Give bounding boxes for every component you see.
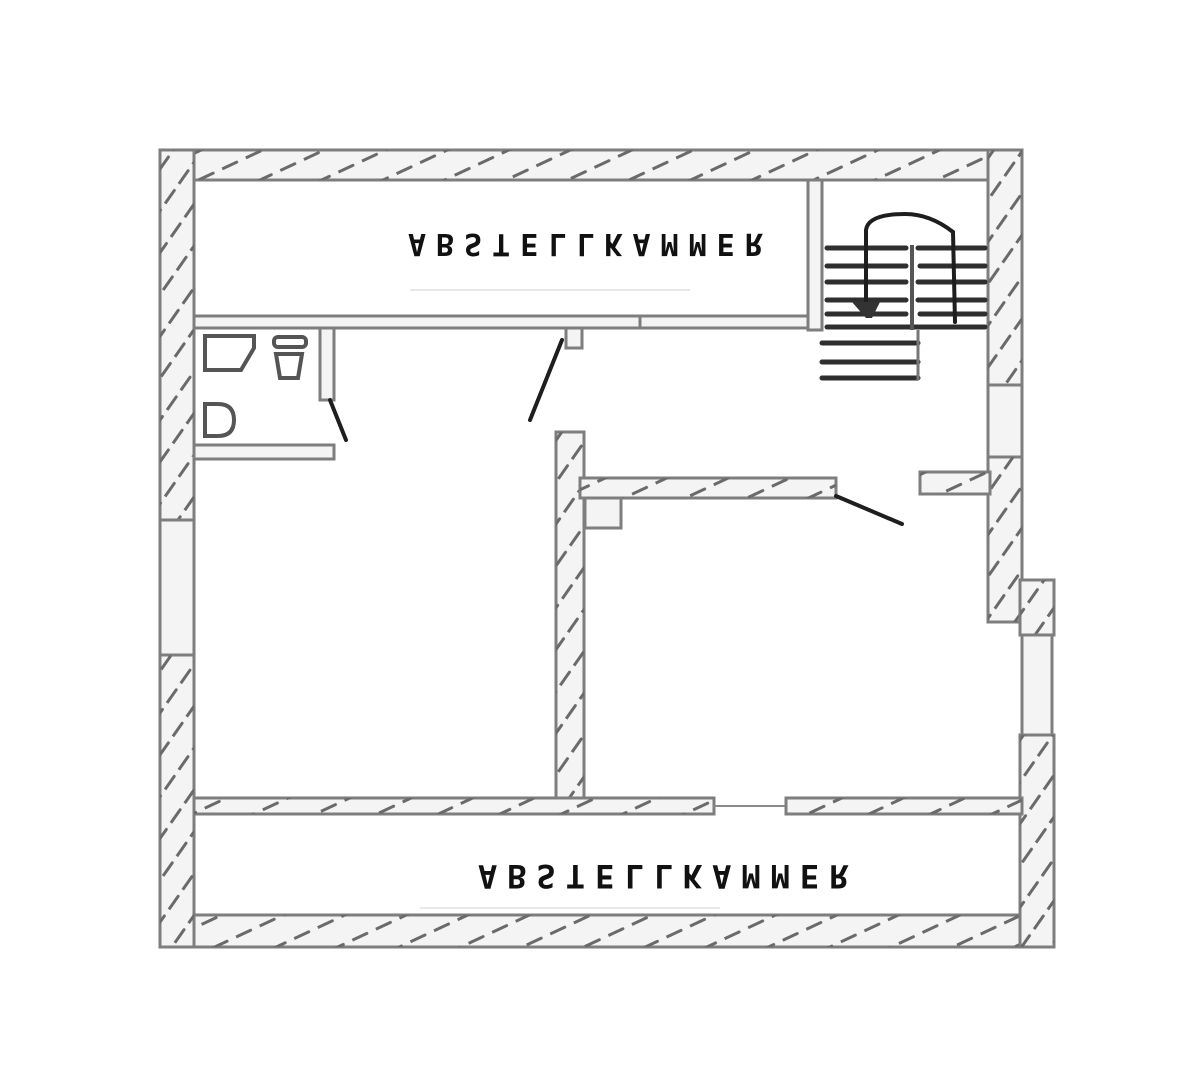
room-label-storage-top: ABSTELLKAMMER xyxy=(408,226,773,261)
toilet-icon xyxy=(273,352,305,380)
window-right-upper xyxy=(986,383,1024,459)
wall-bathroom-bottom xyxy=(192,443,336,461)
shower-tray-icon xyxy=(203,334,256,372)
chimney xyxy=(583,496,623,530)
stair-direction-arrow-icon xyxy=(852,302,880,318)
interior-walls xyxy=(192,178,1024,816)
room-label-storage-bottom: ABSTELLKAMMER xyxy=(478,857,859,895)
door-bathroom xyxy=(328,398,348,442)
door-left-room xyxy=(528,338,564,422)
outer-walls xyxy=(158,148,1056,949)
wall-bathroom-right xyxy=(318,326,336,402)
door-right-room xyxy=(834,494,904,526)
staircase xyxy=(819,211,988,381)
bathroom-fixtures xyxy=(203,334,308,438)
doors xyxy=(328,338,904,526)
bathtub-icon xyxy=(203,402,237,438)
stair-walkline xyxy=(864,211,957,324)
wall-storage-top-lower-right xyxy=(638,314,822,330)
door-jamb xyxy=(564,326,584,350)
window-left xyxy=(158,518,196,657)
wall-storage-top-lower-left xyxy=(192,314,691,330)
sink-icon xyxy=(272,335,308,349)
wall-stair-divider xyxy=(806,178,824,332)
window-right-lower xyxy=(1020,633,1054,737)
